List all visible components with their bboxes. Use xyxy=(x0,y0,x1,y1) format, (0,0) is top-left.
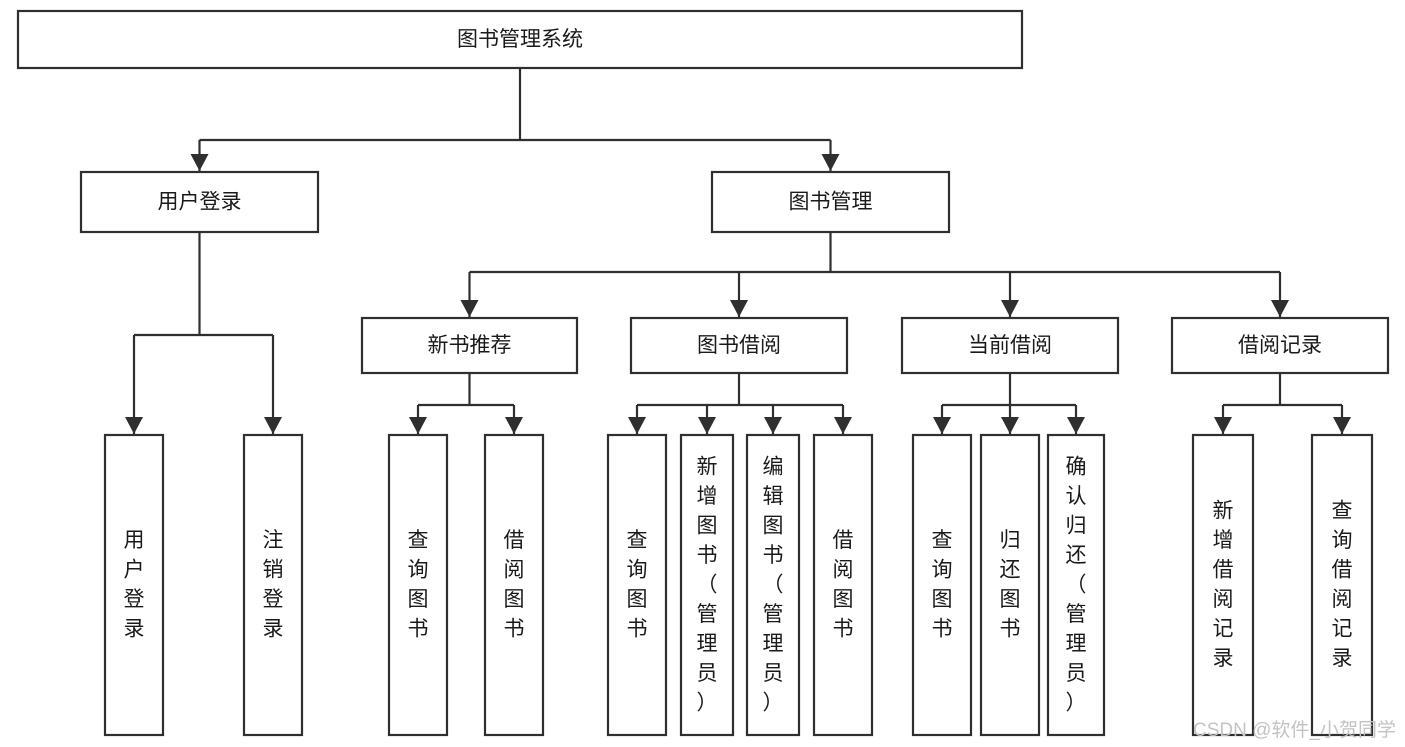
connector-group xyxy=(125,232,282,434)
arrow-head-icon xyxy=(1001,417,1019,434)
node-l3-bw-edit[interactable]: 编辑图书（管理员） xyxy=(745,433,801,737)
node-box[interactable] xyxy=(387,433,449,737)
node-label: 新增借阅记录 xyxy=(1213,500,1234,671)
node-l3-cur-return[interactable]: 归还图书 xyxy=(979,433,1041,737)
node-box[interactable] xyxy=(629,316,849,375)
node-label: 查询图书 xyxy=(408,529,429,641)
node-box[interactable] xyxy=(606,433,668,737)
node-l3-rec-add[interactable]: 新增借阅记录 xyxy=(1191,433,1255,737)
node-label: 查询图书 xyxy=(627,529,648,641)
arrow-head-icon xyxy=(409,417,427,434)
node-layer: 图书管理系统用户登录图书管理新书推荐图书借阅当前借阅借阅记录用户登录注销登录查询… xyxy=(16,9,1390,737)
node-l3-rec-query[interactable]: 查询借阅记录 xyxy=(1310,433,1374,737)
arrow-head-icon xyxy=(1214,417,1232,434)
arrow-head-icon xyxy=(730,300,748,317)
node-box[interactable] xyxy=(16,9,1024,70)
arrow-head-icon xyxy=(834,417,852,434)
node-root[interactable]: 图书管理系统 xyxy=(16,9,1024,70)
node-l3-cur-confirm[interactable]: 确认归还（管理员） xyxy=(1046,433,1106,737)
node-label: 确认归还（管理员） xyxy=(1066,455,1087,714)
connector-group xyxy=(460,232,1289,317)
node-l3-cur-query[interactable]: 查询图书 xyxy=(911,433,973,737)
arrow-head-icon xyxy=(125,417,143,434)
node-box[interactable] xyxy=(1191,433,1255,737)
node-l3-bw-lend[interactable]: 借阅图书 xyxy=(812,433,874,737)
node-label: 用户登录 xyxy=(158,191,242,214)
node-label: 查询借阅记录 xyxy=(1332,500,1353,671)
arrow-head-icon xyxy=(264,417,282,434)
node-l1-book[interactable]: 图书管理 xyxy=(710,170,951,234)
arrow-head-icon xyxy=(460,300,479,317)
node-box[interactable] xyxy=(911,433,973,737)
node-label: 借阅记录 xyxy=(1238,334,1322,357)
arrow-head-icon xyxy=(1067,417,1085,434)
arrow-head-icon xyxy=(1271,300,1289,317)
node-l2-borrow[interactable]: 图书借阅 xyxy=(629,316,849,375)
node-box[interactable] xyxy=(679,433,735,737)
node-box[interactable] xyxy=(812,433,874,737)
node-l2-record[interactable]: 借阅记录 xyxy=(1170,316,1390,375)
node-label: 借阅图书 xyxy=(833,529,854,641)
node-l3-user-login[interactable]: 用户登录 xyxy=(103,433,165,737)
node-box[interactable] xyxy=(745,433,801,737)
connector-layer xyxy=(125,68,1351,434)
arrow-head-icon xyxy=(821,154,840,171)
node-label: 借阅图书 xyxy=(504,529,525,641)
node-label: 图书借阅 xyxy=(697,334,781,357)
node-box[interactable] xyxy=(1046,433,1106,737)
node-l3-bw-add[interactable]: 新增图书（管理员） xyxy=(679,433,735,737)
node-label: 新书推荐 xyxy=(428,334,512,357)
node-l1-user[interactable]: 用户登录 xyxy=(79,170,320,234)
node-box[interactable] xyxy=(483,433,545,737)
node-box[interactable] xyxy=(79,170,320,234)
node-label: 编辑图书（管理员） xyxy=(763,455,784,714)
node-box[interactable] xyxy=(1310,433,1374,737)
connector-group xyxy=(409,373,523,434)
arrow-head-icon xyxy=(698,417,716,434)
node-label: 注销登录 xyxy=(263,529,284,641)
node-l2-new[interactable]: 新书推荐 xyxy=(360,316,579,375)
node-box[interactable] xyxy=(710,170,951,234)
connector-group xyxy=(933,373,1085,434)
node-label: 新增图书（管理员） xyxy=(697,455,718,714)
node-l3-new-query[interactable]: 查询图书 xyxy=(387,433,449,737)
arrow-head-icon xyxy=(505,417,523,434)
node-label: 图书管理 xyxy=(789,191,873,214)
node-box[interactable] xyxy=(360,316,579,375)
arrow-head-icon xyxy=(764,417,782,434)
node-label: 当前借阅 xyxy=(968,334,1052,357)
node-box[interactable] xyxy=(979,433,1041,737)
node-l3-bw-query[interactable]: 查询图书 xyxy=(606,433,668,737)
node-box[interactable] xyxy=(900,316,1120,375)
node-box[interactable] xyxy=(242,433,304,737)
arrow-head-icon xyxy=(628,417,646,434)
node-label: 查询图书 xyxy=(932,529,953,641)
node-box[interactable] xyxy=(103,433,165,737)
watermark-label: CSDN @软件_小贺同学 xyxy=(1193,719,1396,741)
arrow-head-icon xyxy=(1001,300,1019,317)
node-box[interactable] xyxy=(1170,316,1390,375)
arrow-head-icon xyxy=(933,417,951,434)
node-label: 用户登录 xyxy=(124,529,145,641)
connector-group xyxy=(1214,373,1351,434)
arrow-head-icon xyxy=(1333,417,1351,434)
arrow-head-icon xyxy=(190,154,209,171)
node-l2-current[interactable]: 当前借阅 xyxy=(900,316,1120,375)
node-l3-new-borrow[interactable]: 借阅图书 xyxy=(483,433,545,737)
node-label: 归还图书 xyxy=(1000,529,1021,641)
connector-group xyxy=(628,373,852,434)
node-l3-user-logout[interactable]: 注销登录 xyxy=(242,433,304,737)
node-label: 图书管理系统 xyxy=(457,28,583,51)
connector-group xyxy=(190,68,840,171)
